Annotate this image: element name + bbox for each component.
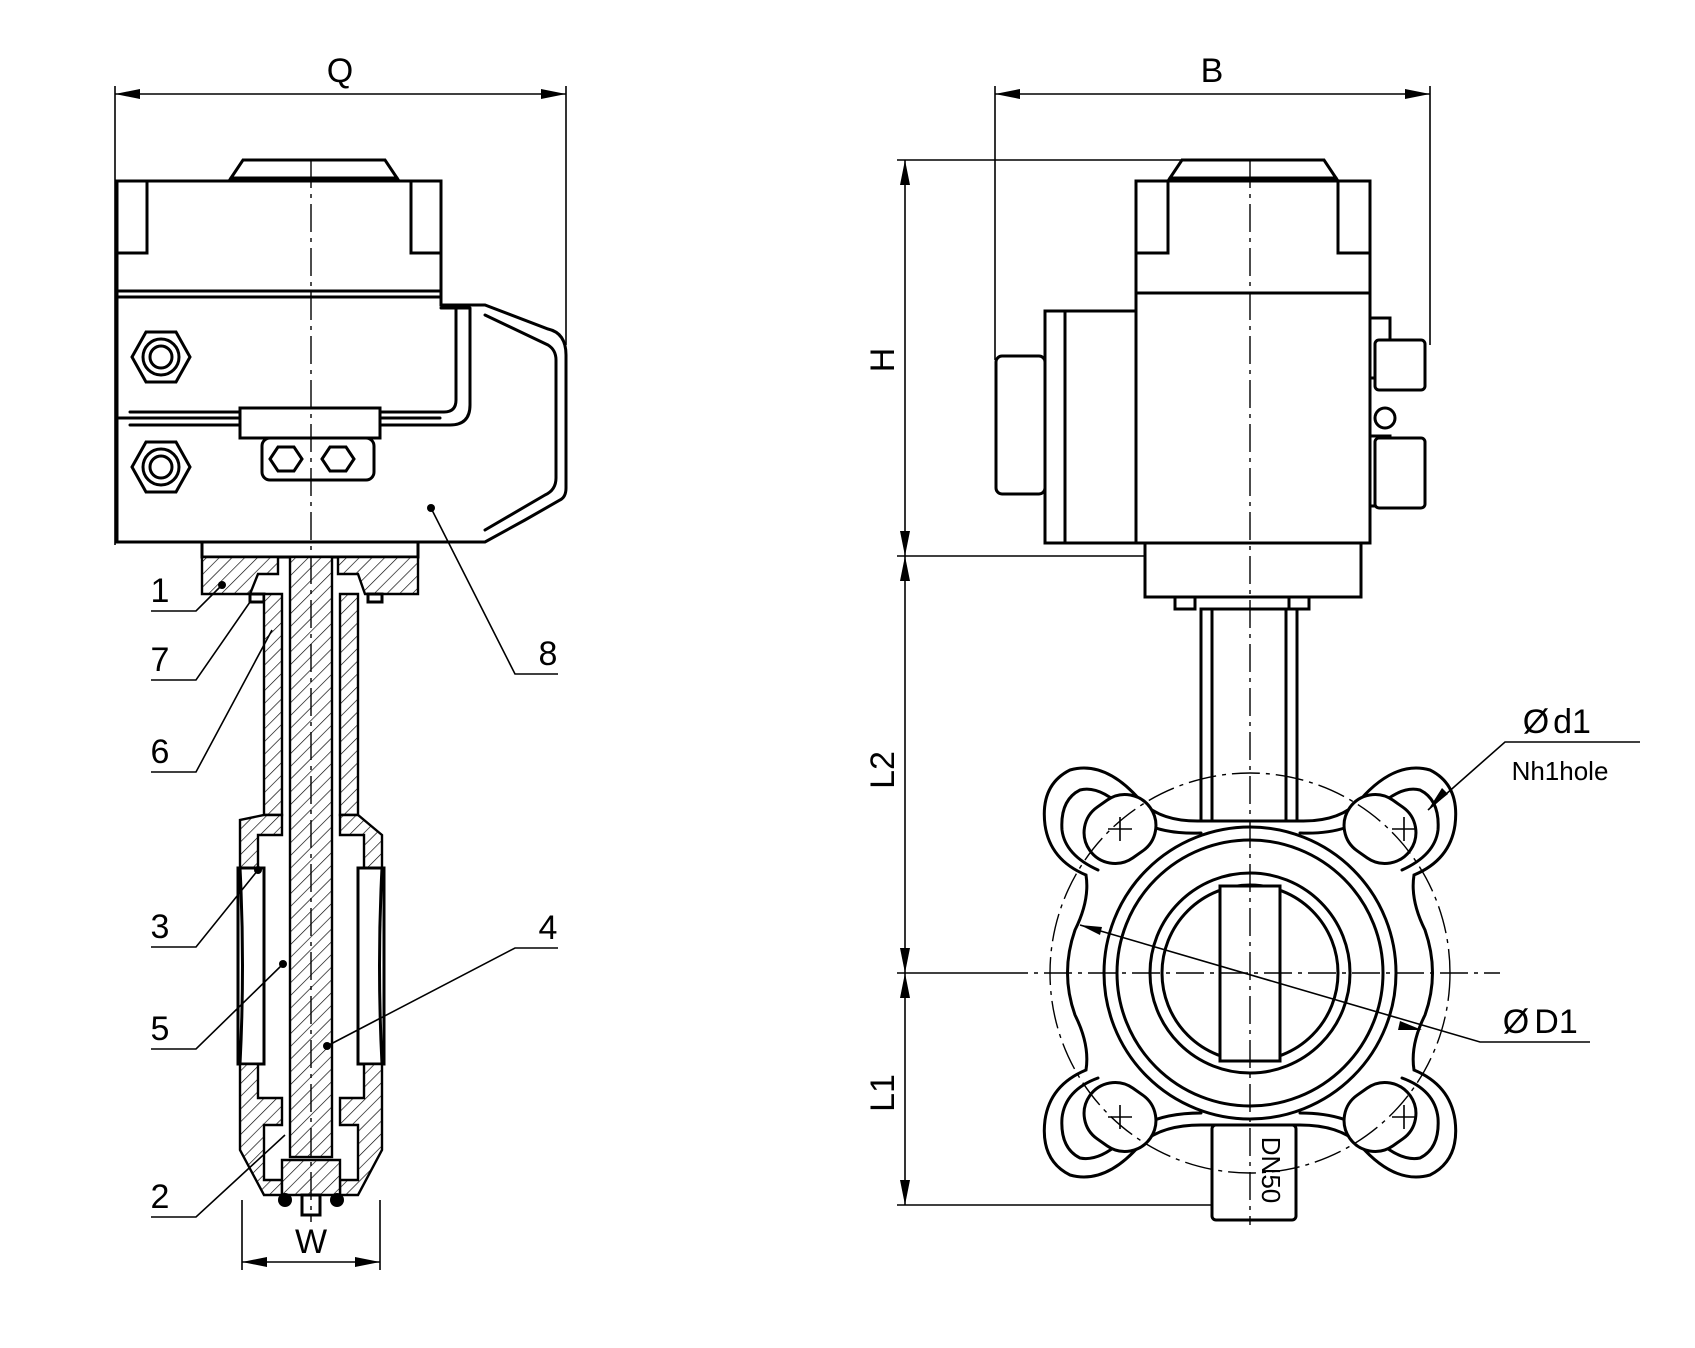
actuator-housing-side <box>115 158 568 544</box>
callout-6: 6 <box>151 733 170 771</box>
dim-w-label: W <box>295 1223 327 1261</box>
callout-1: 1 <box>151 572 170 610</box>
callout-d1: Ø d1 Nh1hole <box>1427 703 1640 811</box>
callout-2: 2 <box>151 1178 170 1216</box>
dimension-h-l2-l1: H L2 L1 <box>864 159 1230 1206</box>
callout-3: 3 <box>151 908 170 946</box>
callout-bigd1: Ø D1 <box>1079 924 1590 1043</box>
dim-l1-label: L1 <box>864 1074 902 1112</box>
bigd1-label: D1 <box>1534 1003 1577 1041</box>
dim-b-label: B <box>1201 52 1224 90</box>
actuator-housing-front <box>994 158 1427 611</box>
valve-neck-section <box>236 160 386 1222</box>
dim-q-label: Q <box>327 52 353 90</box>
callout-5: 5 <box>151 1010 170 1048</box>
bolt-holes <box>1082 793 1418 1153</box>
front-centerlines <box>1000 160 1500 1225</box>
part-callouts: 1 7 6 3 5 2 8 4 <box>151 507 558 1218</box>
d1-symbol: Ø <box>1523 703 1549 741</box>
dim-h-label: H <box>864 348 902 373</box>
holes-label: Nh1hole <box>1512 756 1609 786</box>
dimension-w: W <box>241 1200 381 1270</box>
callout-7: 7 <box>151 641 170 679</box>
dimension-q: Q <box>114 52 567 545</box>
dimension-b: B <box>994 52 1431 360</box>
d1-label: d1 <box>1553 703 1591 741</box>
callout-8: 8 <box>539 635 558 673</box>
bigd1-symbol: Ø <box>1503 1003 1529 1041</box>
callout-4: 4 <box>539 909 558 947</box>
dim-l2-label: L2 <box>864 751 902 789</box>
front-view: B H L2 L1 <box>864 52 1640 1225</box>
valve-neck-front <box>1199 607 1299 823</box>
section-view: Q <box>114 52 568 1270</box>
